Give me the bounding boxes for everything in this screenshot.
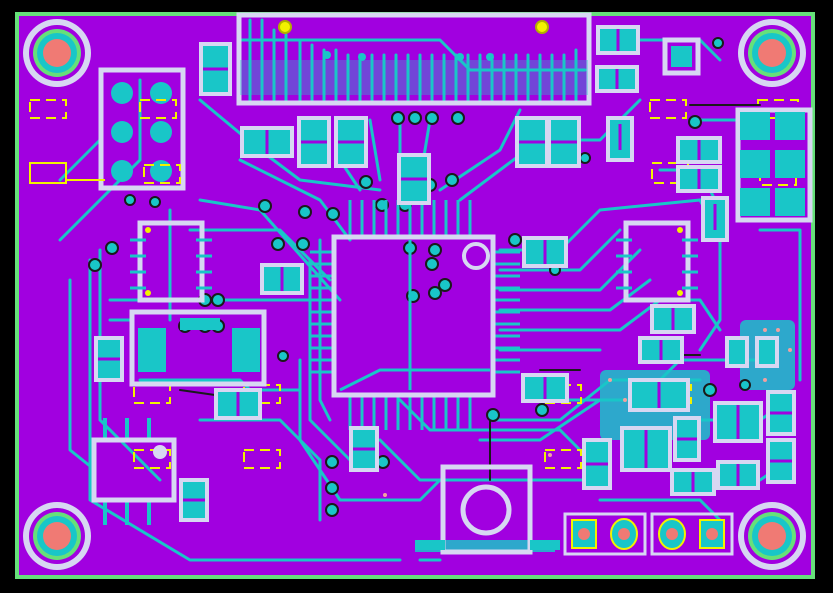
silkscreen-dots: [383, 328, 792, 497]
connector-bottom-left-2pin: [563, 512, 647, 556]
ic-right: [616, 220, 698, 303]
mcu-chip: [310, 200, 520, 430]
transistor-package: [91, 418, 177, 525]
tactile-button: [415, 464, 560, 555]
mounting-hole-bottom-left: [23, 502, 91, 570]
mounting-hole-top-right: [738, 19, 806, 87]
pad-header-right: [735, 107, 813, 223]
voltage-regulator: [129, 309, 267, 387]
ic-left: [130, 220, 212, 303]
component-pad-dividers: [98, 29, 792, 502]
pin-header-2x3: [98, 67, 186, 191]
top-connector: [236, 12, 592, 106]
mounting-hole-bottom-right: [738, 502, 806, 570]
indicator-component: [662, 37, 701, 76]
connector-bottom-right-2pin: [650, 512, 734, 556]
mounting-hole-top-left: [23, 19, 91, 87]
